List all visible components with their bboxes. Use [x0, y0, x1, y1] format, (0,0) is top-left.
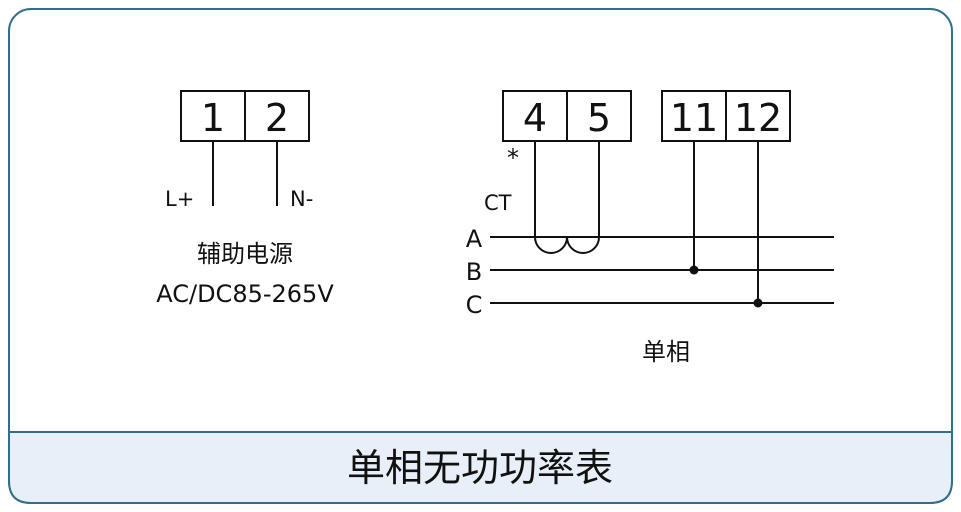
polarity-mark: *: [507, 144, 519, 172]
terminal-label-5: 5: [587, 96, 611, 140]
ct-label: CT: [484, 191, 512, 215]
terminal-label-1: 1: [201, 96, 225, 140]
single-phase-caption: 单相: [642, 338, 690, 366]
terminal-label-2: 2: [265, 96, 289, 140]
title-bar: [8, 431, 953, 504]
aux-power-caption: 辅助电源: [197, 240, 293, 268]
phase-label-b: B: [466, 258, 482, 286]
junction-dot-c: [753, 298, 763, 308]
phase-label-a: A: [466, 225, 483, 253]
diagram-frame: [8, 8, 953, 504]
terminal-label-11: 11: [670, 96, 718, 140]
terminal-label-4: 4: [523, 96, 547, 140]
terminal-box-12: [725, 90, 791, 142]
aux-power-block: 1 2 L+ N- 辅助电源 AC/DC85-265V: [156, 90, 334, 308]
pin-label-l-plus: L+: [165, 187, 194, 211]
pin-label-n-minus: N-: [290, 187, 313, 211]
junction-dot-b: [689, 265, 699, 275]
phase-label-c: C: [466, 291, 483, 319]
terminal-label-12: 12: [734, 96, 782, 140]
aux-power-voltage: AC/DC85-265V: [156, 280, 334, 308]
terminal-box-11: [661, 90, 727, 142]
terminal-box-5: [566, 90, 632, 142]
signal-block: 4 5 11 12 * CT A B C 单相: [466, 90, 834, 366]
diagram-title: 单相无功功率表: [347, 446, 613, 490]
